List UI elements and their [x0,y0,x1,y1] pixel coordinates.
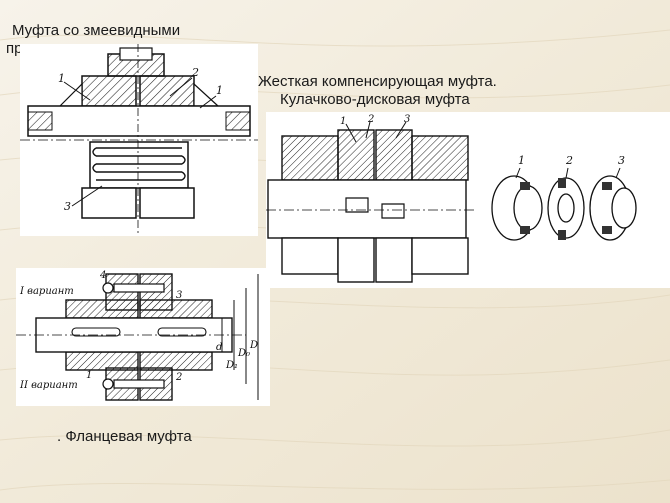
flange-label-3: 3 [176,290,182,301]
rigid-part-label-1: 1 [518,154,525,167]
flange-label-2: 2 [175,372,182,383]
spring-coupling-drawing: 1 2 1 3 [20,44,258,236]
flange-label-4: 4 [99,270,106,281]
rigid-coupling-title-line2: Кулачково-дисковая муфта [280,91,470,108]
flange-dim-d0: D₀ [237,348,250,359]
spring-label-2: 2 [191,66,199,79]
spring-coupling-title-line1: Муфта со змеевидными [12,22,181,39]
rigid-coupling-title: Жесткая компенсирующая муфта. Кулачково-… [258,73,497,109]
flange-variant-2: II вариант [19,380,78,391]
rigid-coupling-title-line1: Жесткая компенсирующая муфта. [258,73,497,90]
flange-variant-1: I вариант [19,286,74,297]
flange-coupling-title: . Фланцевая муфта [57,428,192,445]
rigid-part-label-2: 2 [565,154,573,167]
spring-label-1a: 1 [58,72,65,85]
flange-coupling-drawing: I вариант II вариант d D₁ D₀ D 4 [16,268,270,406]
rigid-coupling-drawing: 1 2 3 1 2 3 [266,112,670,288]
flange-label-1: 1 [86,370,92,381]
rigid-section-label-2: 2 [367,114,374,125]
spring-label-1b: 1 [216,84,223,97]
rigid-section-label-1: 1 [340,116,346,127]
flange-dim-D: D [249,340,258,351]
flange-dim-d: d [216,342,222,353]
rigid-section-label-3: 3 [404,114,410,125]
flange-dim-d1: D₁ [225,360,238,371]
spring-label-3: 3 [64,200,71,213]
rigid-part-label-3: 3 [618,154,625,167]
